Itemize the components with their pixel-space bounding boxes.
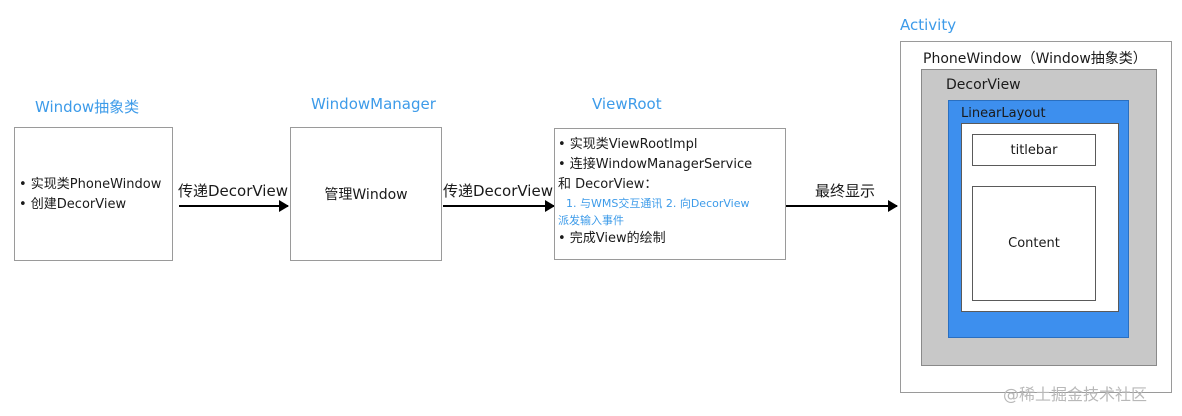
titlebar-label: titlebar [1010,142,1058,158]
decorview-label: DecorView [946,77,1021,93]
viewroot-box: • 实现类ViewRootImpl • 连接WindowManagerServi… [554,128,786,260]
titlebar-box: titlebar [972,134,1096,166]
phonewindow-label: PhoneWindow（Window抽象类） [923,51,1147,67]
viewroot-line-4: • 完成View的绘制 [558,231,666,246]
manager-title: WindowManager [311,95,436,113]
viewroot-line-1: • 实现类ViewRootImpl [558,137,698,152]
window-line-2: • 创建DecorView [19,197,127,212]
viewroot-line-2: • 连接WindowManagerService [558,157,753,172]
watermark: @稀土掘金技术社区 [1003,385,1148,404]
manager-box: 管理Window [290,127,442,261]
arrow-manager-to-viewroot [443,200,555,212]
arrow-viewroot-to-activity [786,200,898,212]
linearlayout-box: LinearLayout titlebar Content [948,100,1129,338]
window-title: Window抽象类 [35,98,140,116]
decorview-box: DecorView LinearLayout titlebar Content [921,69,1157,366]
content-box: Content [972,186,1096,301]
manager-label: 管理Window [324,187,408,203]
activity-title: Activity [900,16,957,34]
viewroot-note-1: 1. 与WMS交互通讯 2. 向DecorView [566,197,750,210]
window-box: • 实现类PhoneWindow • 创建DecorView [14,127,173,261]
viewroot-title: ViewRoot [592,95,662,113]
window-line-1: • 实现类PhoneWindow [19,177,162,192]
linearlayout-label: LinearLayout [961,106,1046,121]
arrow-label-pass-decorview-2: 传递DecorView [443,182,553,200]
viewroot-line-3: 和 DecorView： [558,177,658,192]
arrow-window-to-manager [179,200,289,212]
arrow-label-pass-decorview-1: 传递DecorView [178,182,288,200]
linearlayout-inner: titlebar Content [961,123,1119,312]
viewroot-note-2: 派发输入事件 [558,214,624,227]
activity-box: PhoneWindow（Window抽象类） DecorView LinearL… [900,41,1172,393]
content-label: Content [1008,236,1060,251]
arrow-label-final-display: 最终显示 [815,182,876,200]
